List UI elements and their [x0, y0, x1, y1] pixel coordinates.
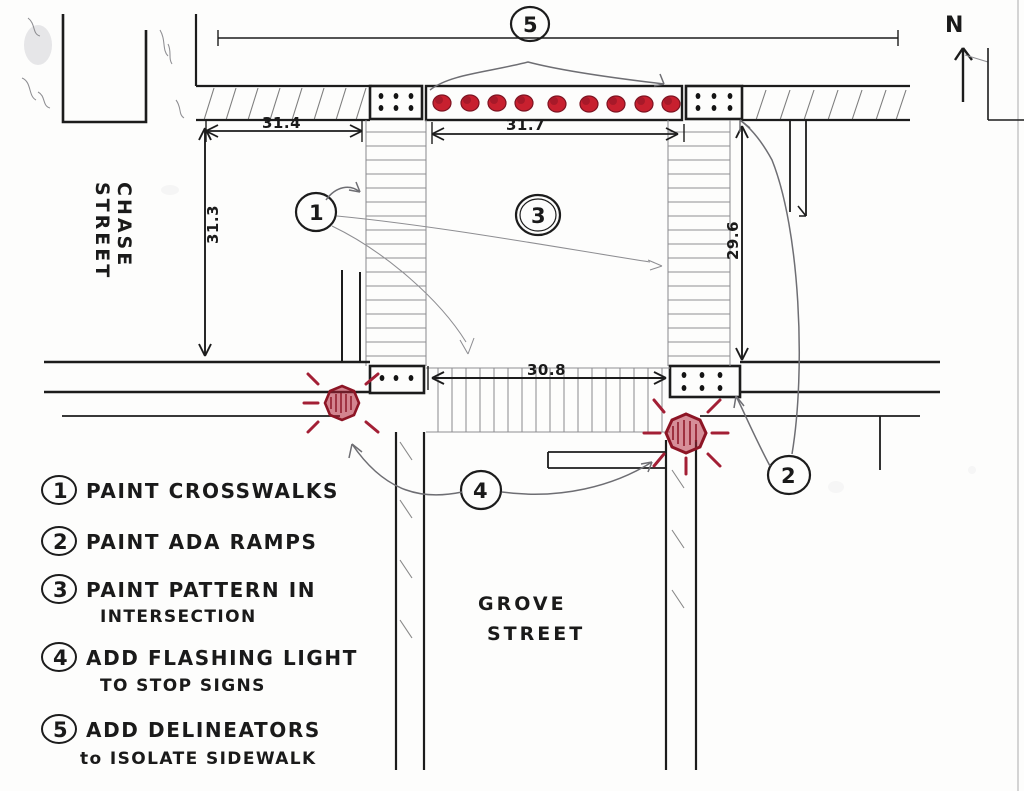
flash-rays-west — [302, 372, 380, 434]
legend: 1 PAINT CROSSWALKS 2 PAINT ADA RAMPS 3 P… — [41, 475, 358, 769]
north-label: N — [945, 13, 965, 38]
dim-overall-top — [217, 30, 899, 46]
callout-4: 4 — [459, 469, 503, 511]
dim-top-left-label: 31.4 — [262, 114, 301, 132]
stop-sign-west — [302, 372, 380, 434]
callout-2: 2 — [766, 454, 812, 496]
legend-item-2-number: 2 — [53, 530, 69, 554]
street-label-grove: GROVE STREET — [478, 593, 585, 645]
ada-ramp-northwest — [368, 84, 424, 121]
chase-street-roadway — [194, 14, 372, 122]
legend-item-2: 2 PAINT ADA RAMPS — [41, 526, 317, 556]
callout-1-number: 1 — [309, 201, 325, 225]
callout-2-number: 2 — [781, 464, 797, 488]
ada-ramp-northeast — [684, 84, 744, 121]
legend-item-4-number: 4 — [53, 646, 69, 670]
dim-right: 29.6 — [724, 125, 749, 361]
legend-item-3-line1: PAINT PATTERN IN — [86, 578, 316, 602]
legend-item-1-line1: PAINT CROSSWALKS — [86, 479, 339, 503]
legend-item-4-line2: TO STOP SIGNS — [100, 676, 266, 696]
legend-item-5-line1: ADD DELINEATORS — [86, 718, 321, 742]
grove-street-name: GROVE — [478, 593, 567, 615]
north-arrow-icon — [954, 47, 989, 102]
east-roadway — [742, 48, 1024, 217]
legend-item-4: 4 ADD FLASHING LIGHT TO STOP SIGNS — [41, 642, 358, 696]
delineator-sidewalk-strip — [424, 84, 684, 122]
dim-left-label: 31.3 — [204, 205, 222, 244]
callout-1: 1 — [294, 191, 338, 233]
dim-top-left: 31.4 — [205, 114, 363, 142]
legend-item-5: 5 ADD DELINEATORS to ISOLATE SIDEWALK — [41, 714, 321, 769]
legend-item-3-line2: INTERSECTION — [100, 607, 257, 627]
paper-smudges — [24, 25, 976, 493]
delineator-row — [432, 94, 681, 113]
dim-right-label: 29.6 — [724, 221, 742, 260]
flash-rays-south — [642, 398, 730, 476]
callout-4-number: 4 — [473, 479, 489, 503]
building-footprint — [21, 14, 185, 124]
chase-street-name: CHASE — [113, 182, 135, 268]
callout-2-leaders — [733, 119, 801, 467]
legend-item-5-number: 5 — [53, 718, 69, 742]
dim-bottom-label: 30.8 — [527, 361, 566, 379]
legend-item-1-number: 1 — [53, 479, 69, 503]
ada-ramp-southwest — [368, 364, 426, 395]
dim-top-right-label: 31.7 — [506, 116, 545, 134]
brace-to-delineators — [429, 61, 665, 91]
legend-item-3: 3 PAINT PATTERN IN INTERSECTION — [41, 574, 316, 627]
legend-item-1: 1 PAINT CROSSWALKS — [41, 475, 339, 505]
dim-left: 31.3 — [198, 127, 222, 357]
street-label-chase: CHASE STREET — [91, 182, 135, 280]
south-roadway — [44, 360, 940, 470]
chase-street-suffix: STREET — [91, 182, 113, 280]
legend-item-2-line1: PAINT ADA RAMPS — [86, 530, 317, 554]
ada-ramp-southeast — [668, 364, 742, 399]
grove-street-roadway — [341, 270, 698, 770]
crosswalk-west — [365, 120, 427, 366]
legend-item-5-line2: to ISOLATE SIDEWALK — [80, 749, 317, 769]
legend-item-4-line1: ADD FLASHING LIGHT — [86, 646, 358, 670]
callout-3: 3 — [514, 193, 562, 237]
callout-1-leaders — [325, 181, 663, 355]
dim-top-right: 31.7 — [431, 116, 685, 144]
callout-5: 5 — [509, 5, 551, 43]
dim-bottom: 30.8 — [427, 361, 667, 390]
callout-4-leaders — [348, 443, 653, 496]
stop-sign-south — [642, 398, 730, 476]
crosswalk-east — [667, 120, 731, 366]
legend-item-3-number: 3 — [53, 578, 69, 602]
callout-5-number: 5 — [523, 13, 539, 37]
callout-3-number: 3 — [531, 204, 547, 228]
grove-street-suffix: STREET — [487, 623, 585, 645]
